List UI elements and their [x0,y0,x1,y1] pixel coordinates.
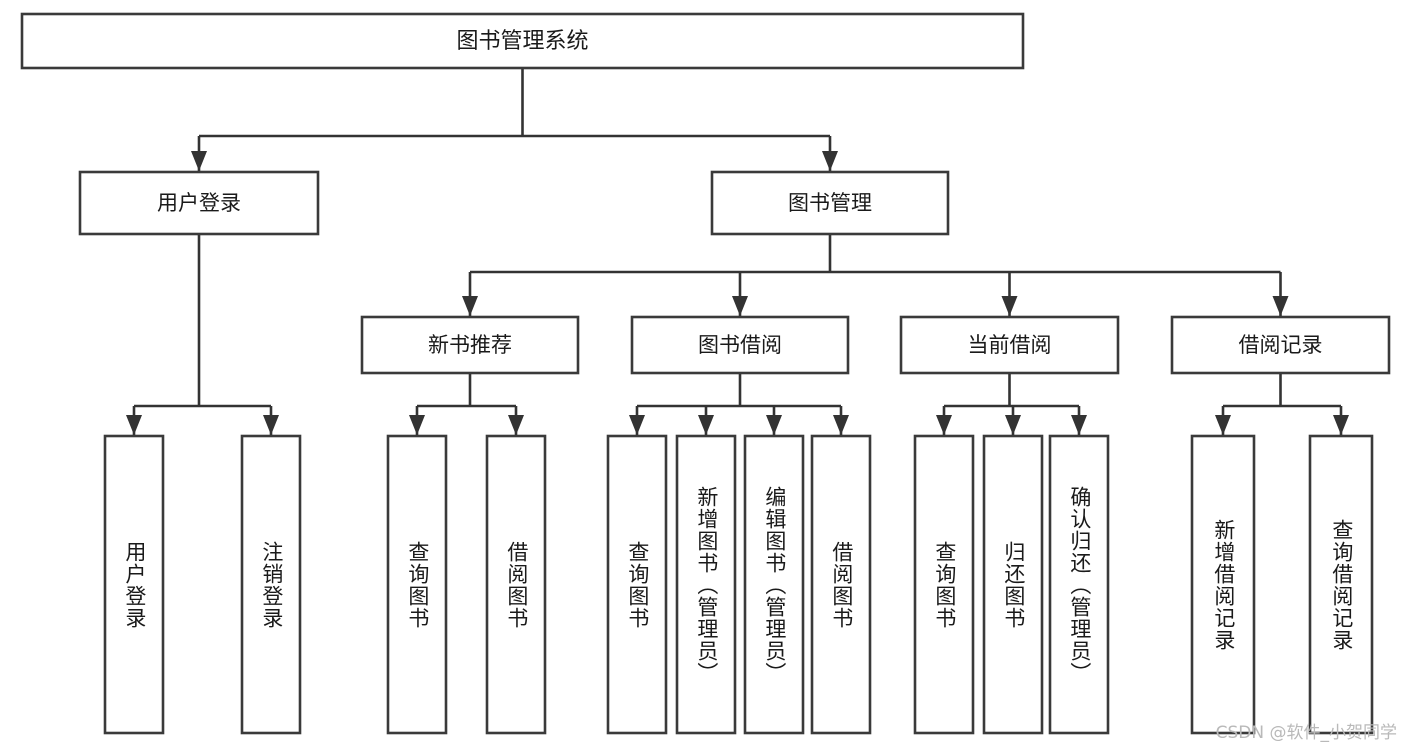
box-label-user-login: 用户登录 [157,191,241,215]
box-leaf-logout[interactable] [240,434,302,735]
box-leaf-borrow-book-1[interactable] [485,434,547,735]
box-label-book-manage: 图书管理 [788,191,872,215]
watermark-text: CSDN @软件_小贺同学 [1215,723,1397,743]
box-book-manage[interactable] [710,170,950,236]
arrow-head-icon [833,415,849,435]
box-label-root: 图书管理系统 [456,29,588,54]
box-leaf-query-book-2[interactable] [606,434,668,735]
arrow-head-icon [462,296,478,316]
box-leaf-query-book-3[interactable] [913,434,975,735]
box-current-borrow[interactable] [899,315,1120,375]
arrow-head-icon [1333,415,1349,435]
arrow-head-icon [732,296,748,316]
box-label-current-borrow: 当前借阅 [968,333,1052,357]
box-leaf-add-book[interactable] [675,434,737,735]
arrow-head-icon [126,415,142,435]
arrow-head-icon [191,151,207,171]
connector-lines [126,68,1349,435]
box-leaf-return-book[interactable] [982,434,1044,735]
arrow-head-icon [1001,296,1018,316]
box-leaf-query-book-1[interactable] [386,434,448,735]
box-book-borrow[interactable] [630,315,850,375]
arrow-head-icon [1272,296,1289,316]
box-user-login[interactable] [78,170,320,236]
arrow-head-icon [766,415,782,435]
box-borrow-record[interactable] [1170,315,1391,375]
arrow-head-icon [1005,415,1021,435]
box-new-book-recommend[interactable] [360,315,580,375]
arrow-head-icon [1071,415,1087,435]
arrow-head-icon [698,415,714,435]
arrow-head-icon [629,415,645,435]
box-leaf-confirm-return[interactable] [1048,434,1110,735]
arrow-head-icon [822,151,838,171]
arrow-head-icon [508,415,524,435]
box-root-title[interactable] [20,12,1025,70]
box-leaf-user-login[interactable] [103,434,165,735]
box-label-borrow-record: 借阅记录 [1239,333,1323,357]
box-label-book-borrow: 图书借阅 [698,333,782,357]
box-leaf-edit-book[interactable] [743,434,805,735]
arrow-head-icon [1215,415,1231,435]
box-label-new-book-recommend: 新书推荐 [428,333,512,357]
box-leaf-add-borrow-record[interactable] [1190,434,1256,735]
arrow-head-icon [936,415,952,435]
arrow-head-icon [263,415,279,435]
arrow-head-icon [409,415,425,435]
box-leaf-query-borrow-record[interactable] [1308,434,1374,735]
box-leaf-borrow-book-2[interactable] [810,434,872,735]
